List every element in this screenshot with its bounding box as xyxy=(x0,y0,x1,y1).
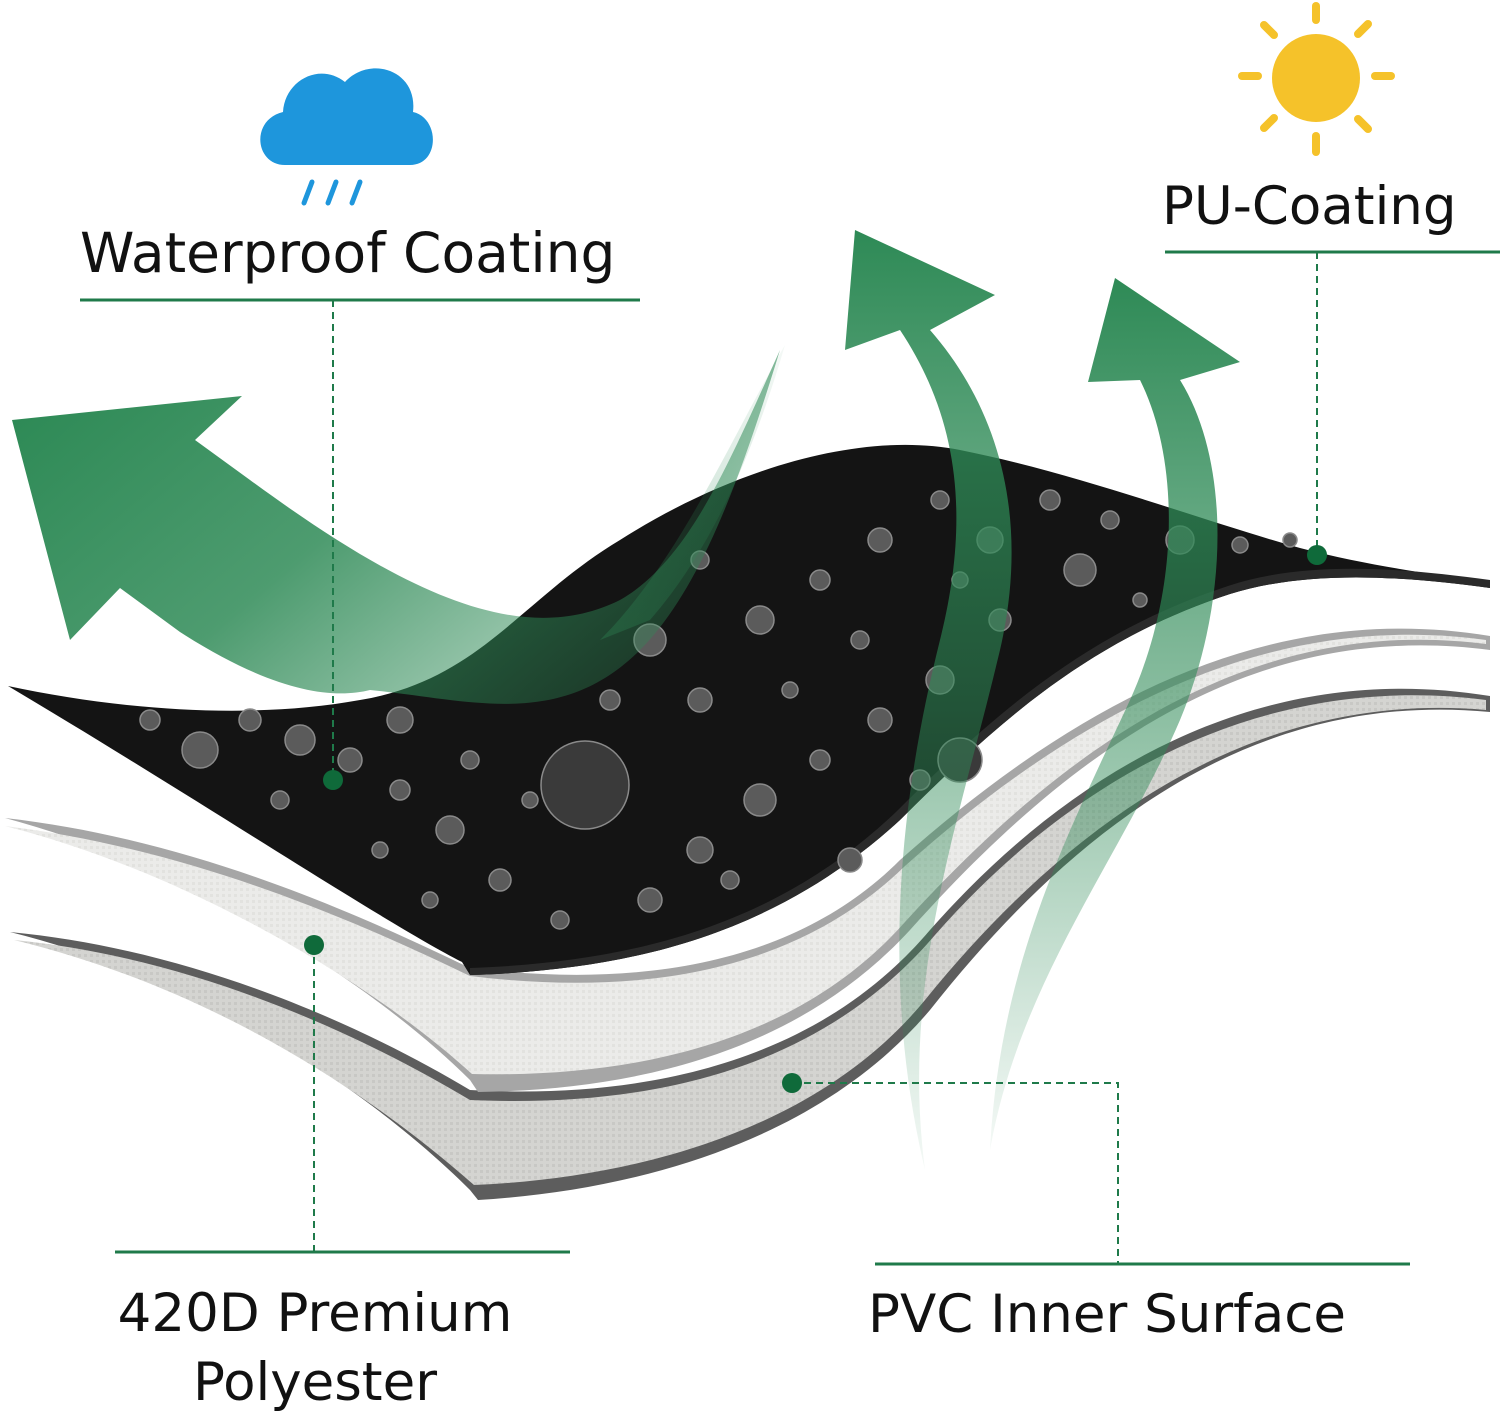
center-arrow xyxy=(845,230,1012,1170)
polyester-label-line2: Polyester xyxy=(193,1351,437,1413)
polyester-label: 420D Premium Polyester xyxy=(80,1280,550,1413)
rain-cloud-icon xyxy=(260,68,433,206)
leader-lines xyxy=(80,250,1500,1266)
left-arrow xyxy=(12,350,780,704)
polyester-label-line1: 420D Premium xyxy=(117,1283,513,1344)
sun-icon xyxy=(1238,2,1395,156)
breathable-airflow-arrows xyxy=(12,230,1240,1170)
right-arrow xyxy=(990,278,1240,1150)
waterproof-coating-label: Waterproof Coating xyxy=(80,221,616,285)
pvc-inner-surface-label: PVC Inner Surface xyxy=(868,1284,1347,1345)
leader-dots xyxy=(304,545,1327,1093)
pu-coating-label: PU-Coating xyxy=(1162,176,1457,237)
